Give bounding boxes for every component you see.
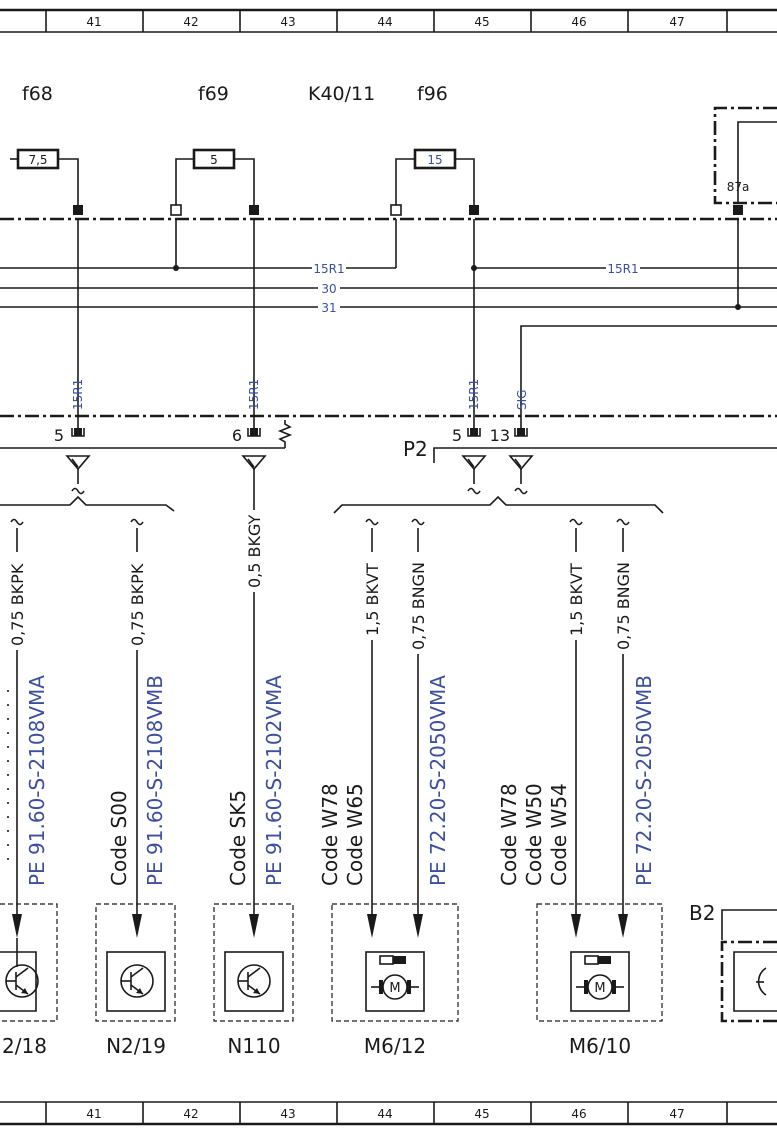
fuse-label-f69: f69 bbox=[198, 83, 229, 105]
grid-col-46: 46 bbox=[571, 15, 586, 29]
motor-icon bbox=[370, 955, 420, 1000]
relay-pin-87a: 87a bbox=[727, 180, 750, 194]
transistor-icon bbox=[237, 964, 271, 998]
grid-col-45-bottom: 45 bbox=[474, 1107, 489, 1121]
pe-ref-5: PE 72.20-S-2050VMB bbox=[632, 675, 656, 886]
brace-right bbox=[333, 495, 664, 514]
wire-label-1: 0,75 BKPK bbox=[8, 563, 27, 646]
bus-lines bbox=[0, 219, 777, 314]
component-label-2-18: 2/18 bbox=[2, 1034, 47, 1058]
pin-number-5a: 5 bbox=[54, 426, 64, 445]
grid-col-45: 45 bbox=[474, 15, 489, 29]
code-label-s00: Code S00 bbox=[107, 790, 131, 886]
wire-arrowheads bbox=[12, 914, 628, 938]
component-label-n110: N110 bbox=[227, 1034, 280, 1058]
component-label-b2: B2 bbox=[689, 901, 715, 925]
pe-ref-2: PE 91.60-S-2108VMB bbox=[143, 675, 167, 886]
bus-label-15r1-left: 15R1 bbox=[313, 262, 344, 276]
fuse-f69: 5 bbox=[175, 148, 255, 205]
fuse-label-f96: f96 bbox=[417, 83, 448, 105]
code-label-w65: Code W65 bbox=[343, 783, 367, 886]
pe-ref-1: PE 91.60-S-2108VMA bbox=[25, 675, 49, 886]
pin-number-13: 13 bbox=[490, 426, 510, 445]
grid-col-47: 47 bbox=[669, 15, 684, 29]
fuse-label-f68: f68 bbox=[22, 83, 53, 105]
pin-number-6: 6 bbox=[232, 426, 242, 445]
pin-label-15r1-b: 15R1 bbox=[247, 379, 261, 410]
transistor-icon bbox=[120, 964, 154, 998]
code-label-w50: Code W50 bbox=[522, 783, 546, 886]
fuse-f68: 7,5 bbox=[10, 148, 79, 205]
pe-ref-3: PE 91.60-S-2102VMA bbox=[262, 675, 286, 886]
break-marks bbox=[71, 469, 528, 495]
shield-icon bbox=[66, 455, 90, 470]
top-grid: 41 42 43 44 45 46 47 bbox=[0, 8, 777, 33]
component-label-n2-19: N2/19 bbox=[106, 1034, 166, 1058]
connector-housing bbox=[0, 420, 777, 463]
upper-pins bbox=[73, 204, 479, 216]
component-label-m6-10: M6/10 bbox=[569, 1034, 631, 1058]
wire-label-5: 0,75 BNGN bbox=[409, 562, 428, 650]
fuse-f96: 15 bbox=[395, 148, 475, 205]
grid-col-46-bottom: 46 bbox=[571, 1107, 586, 1121]
wire-label-2: 0,75 BKPK bbox=[128, 563, 147, 646]
code-label-w78-a: Code W78 bbox=[318, 783, 342, 886]
component-n2-19 bbox=[95, 903, 176, 1022]
motor-icon bbox=[575, 955, 625, 1000]
fuse-rating-f69: 5 bbox=[210, 153, 218, 167]
bus-label-31: 31 bbox=[321, 301, 336, 315]
vertical-runs bbox=[77, 219, 777, 428]
pin-label-15r1-c: 15R1 bbox=[467, 379, 481, 410]
bottom-grid: 41 42 43 44 45 46 47 bbox=[0, 1101, 777, 1126]
grid-col-41-bottom: 41 bbox=[86, 1107, 101, 1121]
code-label-w54: Code W54 bbox=[547, 783, 571, 886]
component-b2 bbox=[720, 909, 777, 1023]
connector-label-p2: P2 bbox=[403, 437, 428, 461]
code-label-sk5: Code SK5 bbox=[226, 790, 250, 886]
component-label-m6-12: M6/12 bbox=[364, 1034, 426, 1058]
shield-icon bbox=[509, 455, 533, 470]
grid-col-44-bottom: 44 bbox=[377, 1107, 392, 1121]
wire-breaks bbox=[10, 518, 630, 526]
wire-label-3: 0,5 BKGY bbox=[245, 514, 264, 588]
wire-label-4: 1,5 BKVT bbox=[363, 563, 382, 636]
grid-col-43: 43 bbox=[280, 15, 295, 29]
grid-col-42: 42 bbox=[183, 15, 198, 29]
grid-col-43-bottom: 43 bbox=[280, 1107, 295, 1121]
bus-label-30: 30 bbox=[321, 282, 336, 296]
shield-icon bbox=[242, 455, 266, 470]
lower-pins bbox=[71, 428, 528, 437]
bus-label-15r1-right: 15R1 bbox=[607, 262, 638, 276]
fuse-rating-f68: 7,5 bbox=[28, 153, 47, 167]
pin-number-5b: 5 bbox=[452, 426, 462, 445]
grid-col-42-bottom: 42 bbox=[183, 1107, 198, 1121]
grid-col-44: 44 bbox=[377, 15, 392, 29]
pin-label-sig: SIG bbox=[515, 390, 529, 410]
pe-ref-4: PE 72.20-S-2050VMA bbox=[426, 675, 450, 886]
grid-col-47-bottom: 47 bbox=[669, 1107, 684, 1121]
transistor-icon bbox=[5, 964, 39, 998]
component-2-18 bbox=[0, 903, 58, 1022]
wire-runs bbox=[16, 469, 624, 916]
code-label-w78-b: Code W78 bbox=[497, 783, 521, 886]
grid-col-41: 41 bbox=[86, 15, 101, 29]
component-m6-12 bbox=[331, 903, 459, 1022]
shield-icon bbox=[462, 455, 486, 470]
component-m6-10 bbox=[536, 903, 663, 1022]
wire-label-7: 0,75 BNGN bbox=[614, 562, 633, 650]
wire-label-6: 1,5 BKVT bbox=[567, 563, 586, 636]
relay-k40-11: 87a bbox=[713, 106, 777, 215]
component-n110 bbox=[213, 903, 294, 1022]
relay-label: K40/11 bbox=[308, 83, 375, 105]
brace-left bbox=[0, 495, 175, 512]
fuse-rating-f96: 15 bbox=[427, 153, 442, 167]
pin-label-15r1-a: 15R1 bbox=[71, 379, 85, 410]
